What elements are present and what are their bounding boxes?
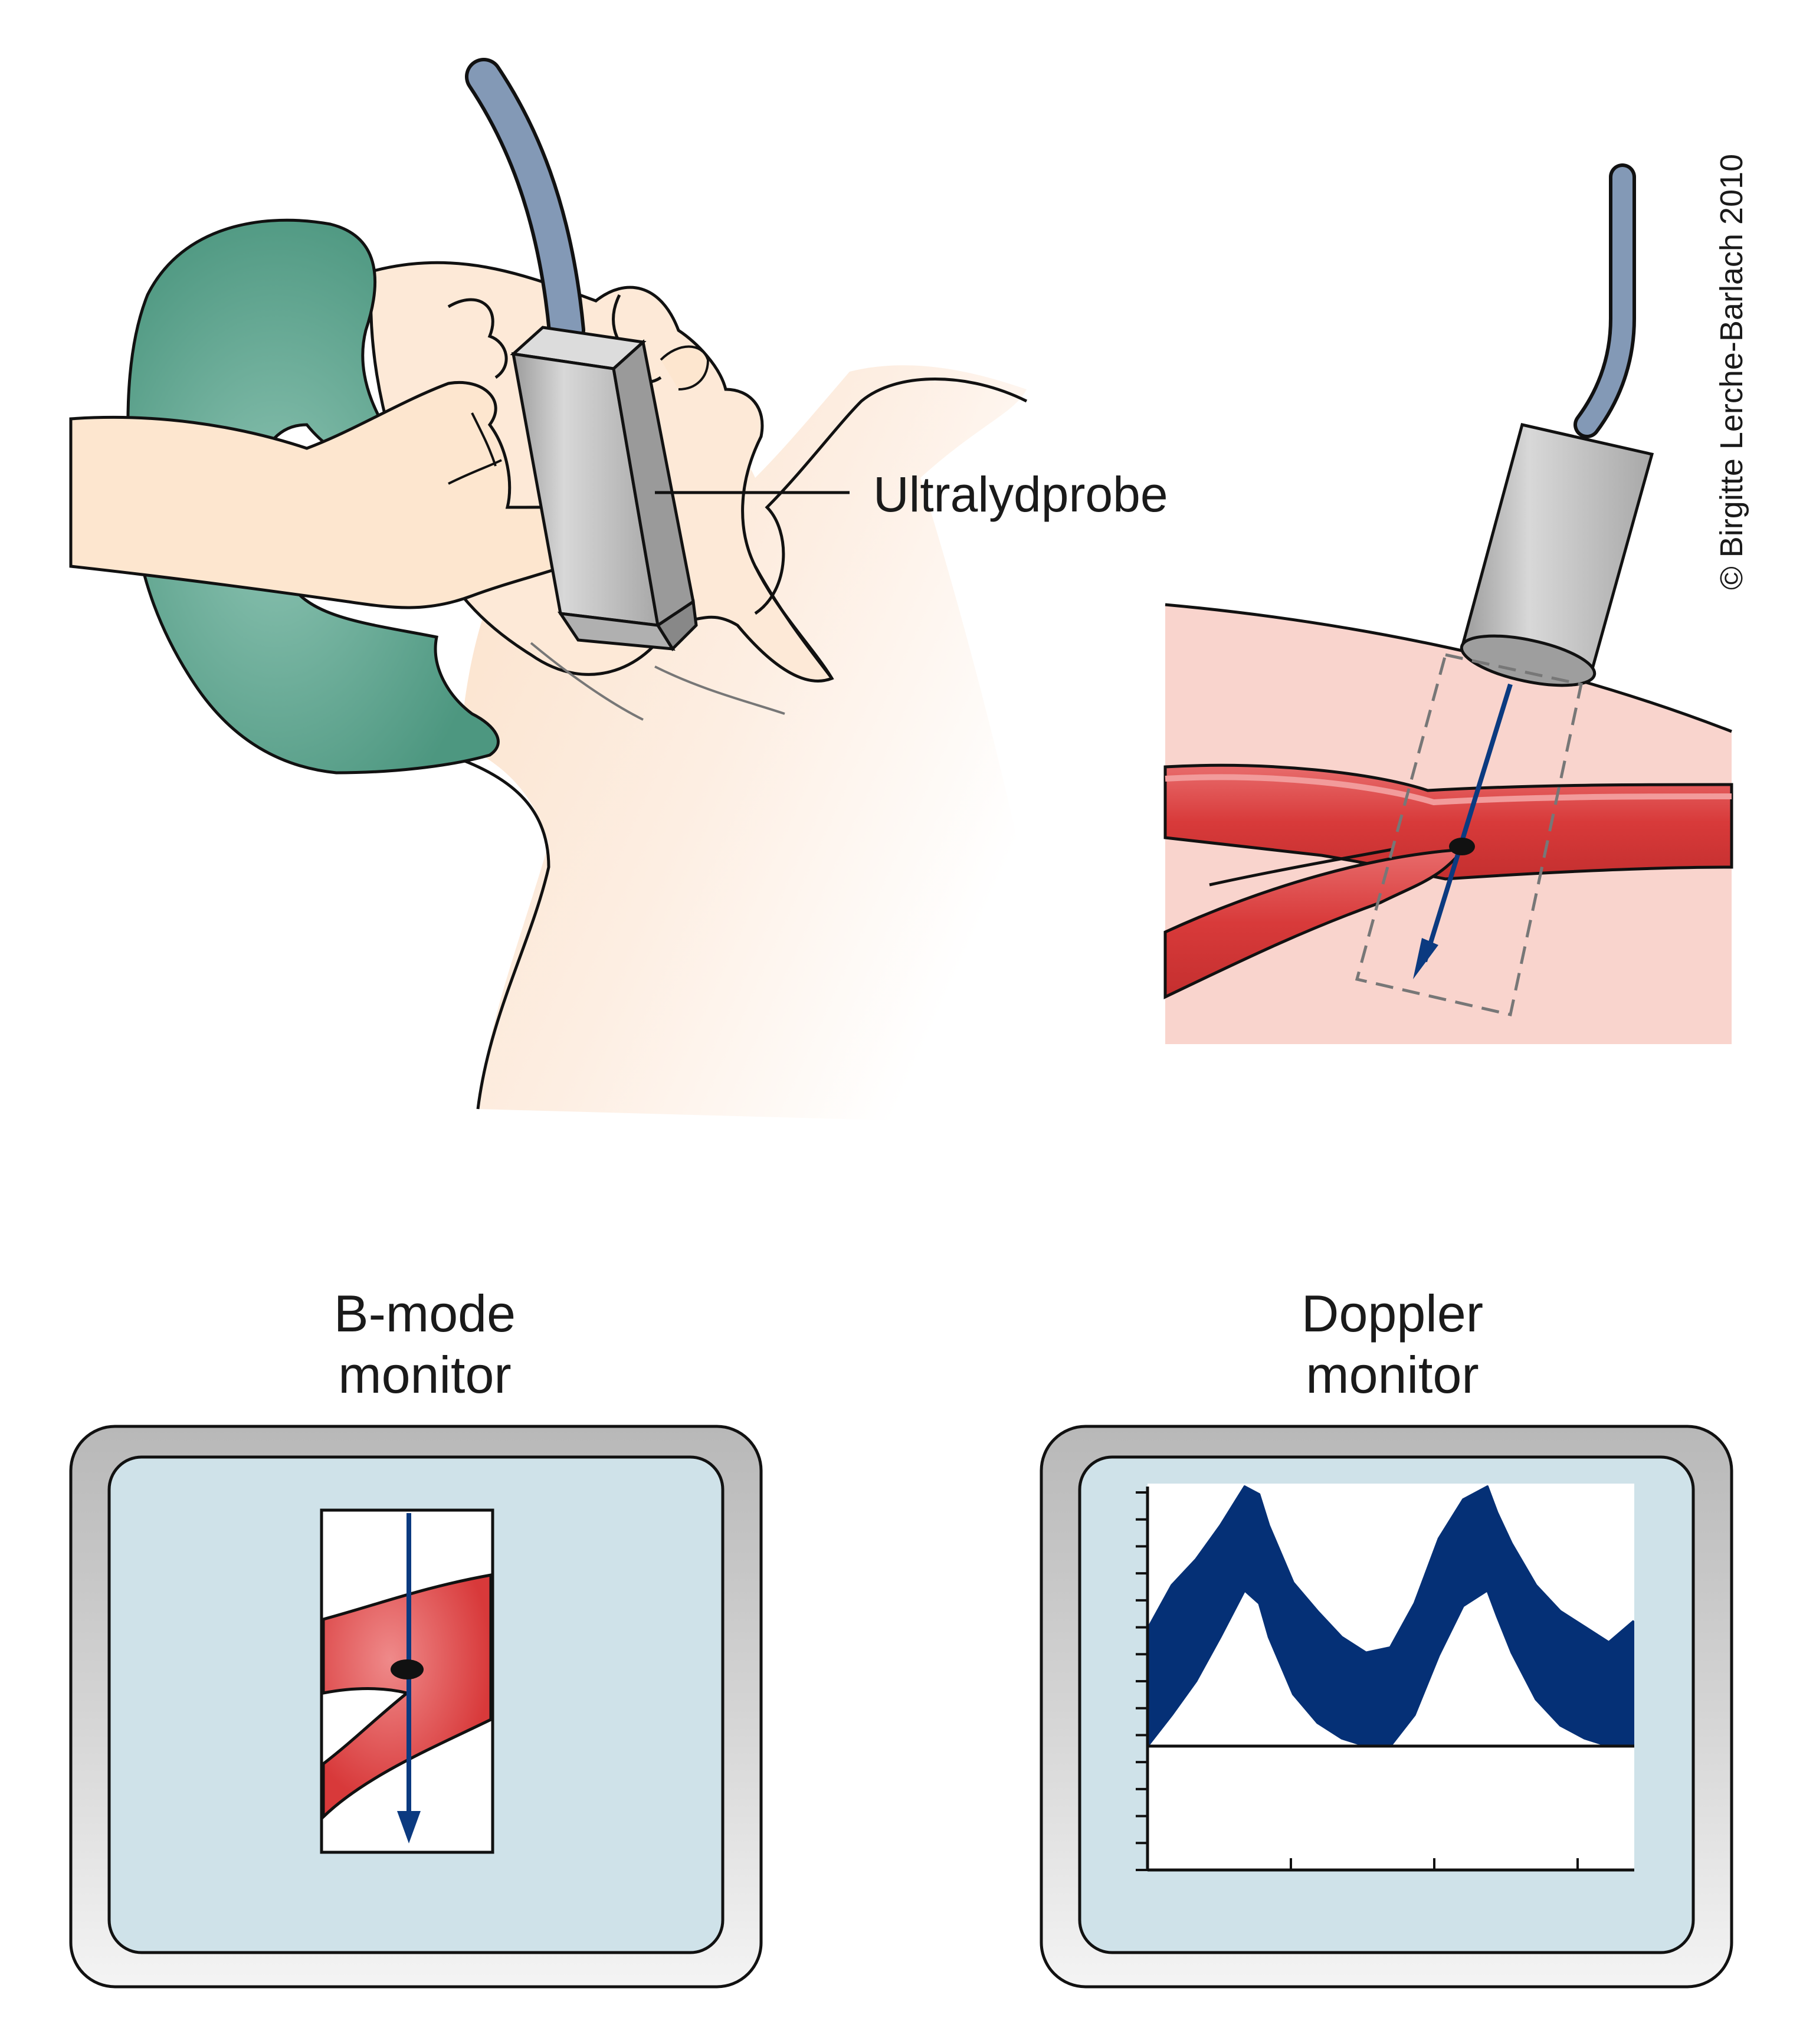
bmode-title: B-mode monitor bbox=[218, 1283, 631, 1406]
chin-outline bbox=[753, 565, 833, 680]
tissue-cross-section bbox=[1163, 163, 1733, 1044]
finger-line bbox=[471, 412, 497, 467]
bmode-target bbox=[391, 1659, 424, 1679]
neck-crease bbox=[530, 642, 644, 721]
finger-tip bbox=[660, 345, 710, 391]
vessel-wall bbox=[1165, 774, 1732, 806]
vessel-fork bbox=[1209, 848, 1393, 887]
shoulder-outline bbox=[754, 378, 1028, 615]
beam-arrow bbox=[1422, 683, 1513, 963]
doppler-title-line2: monitor bbox=[1306, 1346, 1479, 1404]
probe-tip-side bbox=[655, 599, 698, 651]
bmode-title-line2: monitor bbox=[338, 1346, 512, 1404]
probe2-body bbox=[1461, 423, 1654, 668]
bmode-title-line1: B-mode bbox=[333, 1284, 516, 1343]
beam-region bbox=[1355, 653, 1583, 1017]
neck-crease bbox=[654, 665, 785, 715]
copyright-notice: © Birgitte Lerche-Barlach 2010 bbox=[1714, 153, 1749, 590]
vessel-lower bbox=[1163, 848, 1467, 999]
beam-arrowhead bbox=[1413, 938, 1438, 979]
doppler-title-line1: Doppler bbox=[1301, 1284, 1484, 1343]
vessel-upper bbox=[1163, 763, 1733, 881]
probe-cable-fill bbox=[468, 61, 582, 346]
ultrasound-probe bbox=[465, 58, 698, 651]
doppler-title: Doppler monitor bbox=[1186, 1283, 1599, 1406]
probe2-face bbox=[1460, 634, 1597, 687]
finger-line bbox=[448, 459, 502, 485]
ear bbox=[447, 298, 508, 379]
tissue-surface bbox=[1165, 603, 1732, 733]
probe2-cable-fill bbox=[1577, 167, 1632, 435]
target-particle bbox=[1449, 838, 1475, 855]
probe-label: Ultralydprobe bbox=[873, 467, 1168, 522]
bmode-arrowhead bbox=[397, 1811, 421, 1843]
surgical-cap bbox=[126, 218, 500, 775]
neck-outline bbox=[448, 753, 550, 1110]
doppler-monitor bbox=[1040, 1425, 1733, 1989]
bmode-monitor bbox=[69, 1425, 763, 1989]
doppler-chart bbox=[1136, 1484, 1634, 1872]
